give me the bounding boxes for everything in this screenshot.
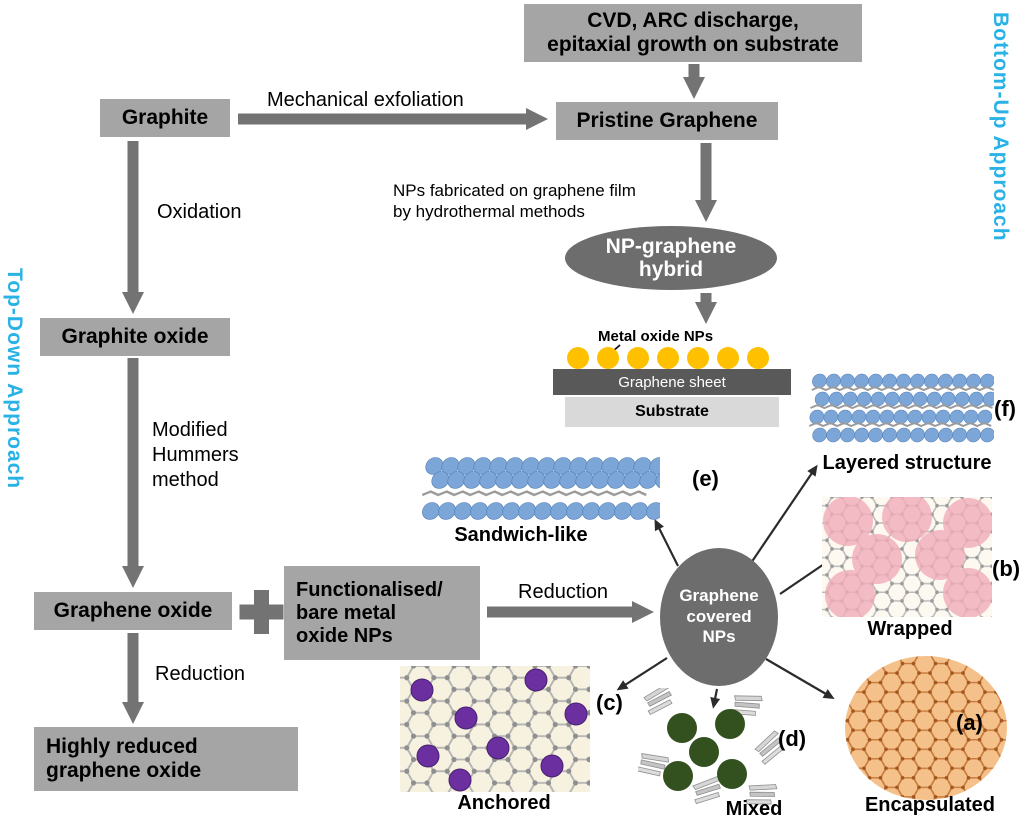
tag-encapsulated: (a) bbox=[956, 710, 983, 735]
node-graphene-oxide: Graphene oxide bbox=[34, 592, 232, 630]
node-cvd: CVD, ARC discharge, epitaxial growth on … bbox=[524, 4, 862, 62]
caption-sandwich: Sandwich-like bbox=[454, 524, 588, 546]
node-highly-reduced-graphene-oxide: Highly reduced graphene oxide bbox=[34, 727, 298, 791]
caption-mixed: Mixed bbox=[725, 798, 783, 820]
edge-reduction-left-label: Reduction bbox=[155, 663, 246, 685]
caption-layered: Layered structure bbox=[822, 452, 992, 474]
top-down-approach-label: Top-Down Approach bbox=[3, 268, 26, 490]
arrow-covered-to-anchored bbox=[616, 657, 668, 691]
arrow-covered-to-encapsulated bbox=[765, 658, 835, 700]
caption-wrapped: Wrapped bbox=[867, 618, 953, 640]
node-functionalised-nps: Functionalised/ bare metal oxide NPs bbox=[284, 566, 480, 660]
node-graphite: Graphite bbox=[100, 99, 230, 137]
plus-sign bbox=[239, 590, 284, 634]
edge-mechanical-exfoliation-label: Mechanical exfoliation bbox=[267, 89, 464, 111]
node-np-graphene-hybrid: NP-graphene hybrid bbox=[565, 226, 777, 290]
arrow-covered-to-layered bbox=[750, 464, 818, 564]
structure-mixed-image bbox=[638, 688, 789, 808]
arrow-covered-to-mixed bbox=[710, 688, 721, 709]
structure-encapsulated-image bbox=[845, 656, 1007, 800]
tag-wrapped: (b) bbox=[992, 556, 1021, 581]
tag-layered: (f) bbox=[994, 396, 1016, 421]
metal-oxide-nps-label: Metal oxide NPs bbox=[598, 328, 714, 345]
tag-anchored: (c) bbox=[596, 690, 623, 715]
arrow-covered-to-sandwich bbox=[654, 519, 679, 567]
note-nps-fabricated: NPs fabricated on graphene film by hydro… bbox=[393, 181, 636, 222]
node-graphite-oxide: Graphite oxide bbox=[40, 318, 230, 356]
tag-sandwich: (e) bbox=[692, 466, 719, 491]
metal-oxide-nps-particles bbox=[567, 347, 769, 369]
tag-mixed: (d) bbox=[778, 726, 807, 751]
substrate-bar: Substrate bbox=[565, 397, 779, 427]
caption-anchored: Anchored bbox=[457, 792, 551, 814]
node-pristine-graphene: Pristine Graphene bbox=[556, 102, 778, 140]
graphene-sheet-bar: Graphene sheet bbox=[553, 369, 791, 395]
structure-anchored-image bbox=[400, 666, 590, 792]
edge-oxidation-label: Oxidation bbox=[157, 201, 242, 223]
edge-reduction-right-label: Reduction bbox=[518, 581, 609, 603]
edge-modified-hummers-label: Modified Hummers method bbox=[152, 419, 239, 491]
structure-wrapped-image bbox=[822, 497, 992, 617]
structure-layered-image bbox=[808, 373, 994, 443]
node-graphene-covered-nps: Graphene covered NPs bbox=[660, 548, 778, 686]
structure-sandwich-image bbox=[420, 456, 660, 521]
caption-encapsulated: Encapsulated bbox=[864, 794, 996, 816]
bottom-up-approach-label: Bottom-Up Approach bbox=[989, 12, 1012, 242]
arrow-covered-to-wrapped bbox=[779, 554, 839, 595]
